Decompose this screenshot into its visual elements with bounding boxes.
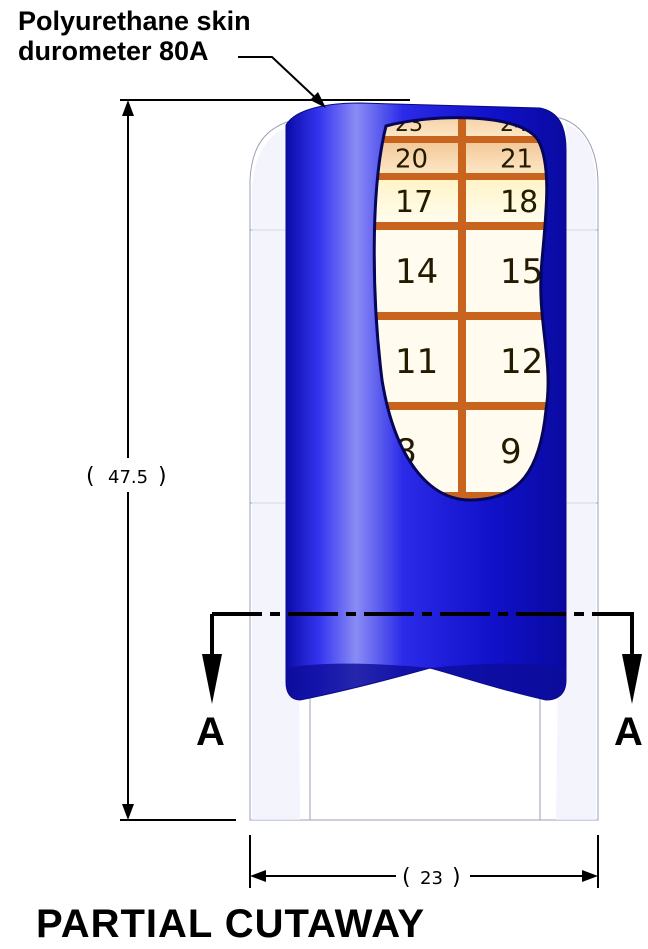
height-paren-close: ) — [158, 464, 167, 489]
grid-cell — [374, 180, 458, 222]
grid-cell — [374, 230, 458, 312]
height-paren-open: ( — [86, 464, 95, 489]
grid-cell-number: 21 — [500, 144, 533, 174]
grid-cell-number: 20 — [395, 144, 428, 174]
width-value: 23 — [420, 868, 443, 889]
grid-cell-number: 17 — [395, 185, 433, 220]
width-dimension — [249, 835, 599, 888]
grid-cell-number: 18 — [500, 185, 538, 220]
section-letter-left: A — [196, 710, 225, 754]
grid-cell-number: 9 — [500, 432, 522, 472]
callout-leader — [238, 56, 326, 108]
grid-cell-number: 14 — [395, 252, 438, 292]
grid-cell — [466, 180, 548, 222]
height-value: 47.5 — [108, 467, 148, 488]
callout-line-1: Polyurethane skin — [18, 6, 251, 36]
callout-line-2: durometer 80A — [18, 36, 209, 66]
section-arrow-left — [202, 654, 222, 704]
grid-cell-number: 15 — [500, 252, 543, 292]
width-paren-close: ) — [452, 865, 461, 890]
skin-callout: Polyurethane skin durometer 80A — [18, 6, 251, 66]
grid-cell — [466, 320, 548, 402]
grid-cell — [466, 143, 548, 173]
height-dimension — [120, 99, 410, 821]
width-paren-open: ( — [402, 865, 411, 890]
section-arrow-right — [622, 654, 642, 704]
grid-cell — [374, 143, 458, 173]
grid-cell-number: 12 — [500, 342, 543, 382]
drawing-title: PARTIAL CUTAWAY — [36, 902, 426, 946]
section-letter-right: A — [614, 710, 643, 754]
grid-cell-number: 11 — [395, 342, 438, 382]
grid-cell — [466, 230, 548, 312]
section-line-a-a — [202, 612, 642, 704]
grid-cell — [374, 320, 458, 402]
